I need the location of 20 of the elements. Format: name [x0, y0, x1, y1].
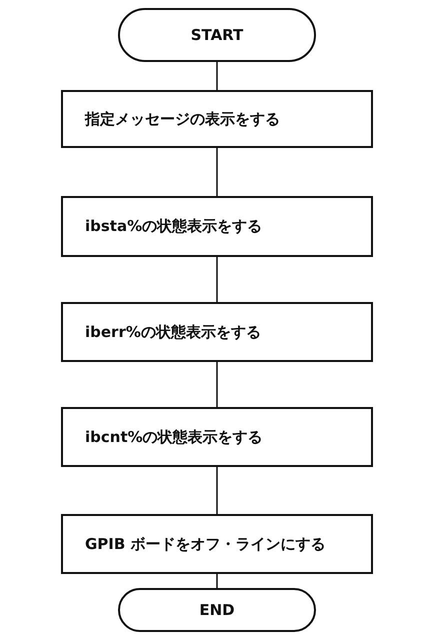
connector-line	[216, 257, 218, 302]
connector-line	[216, 467, 218, 514]
process-box	[61, 514, 373, 574]
connector-line	[216, 574, 218, 588]
connector-line	[216, 62, 218, 90]
process-label: GPIB ボードをオフ・ラインにする	[85, 534, 326, 554]
process-box	[61, 407, 373, 467]
process-box	[61, 196, 373, 257]
process-box	[61, 90, 373, 148]
process-label: 指定メッセージの表示をする	[85, 110, 280, 128]
process-label: ibsta%の状態表示をする	[85, 217, 262, 236]
connector-line	[216, 362, 218, 407]
terminal-shape	[118, 8, 316, 62]
terminal-shape	[118, 588, 316, 632]
connector-line	[216, 148, 218, 196]
process-box	[61, 302, 373, 362]
process-label: iberr%の状態表示をする	[85, 322, 261, 342]
terminal-label: END	[199, 601, 235, 619]
terminal-label: START	[190, 26, 244, 44]
process-label: ibcnt%の状態表示をする	[85, 428, 263, 446]
